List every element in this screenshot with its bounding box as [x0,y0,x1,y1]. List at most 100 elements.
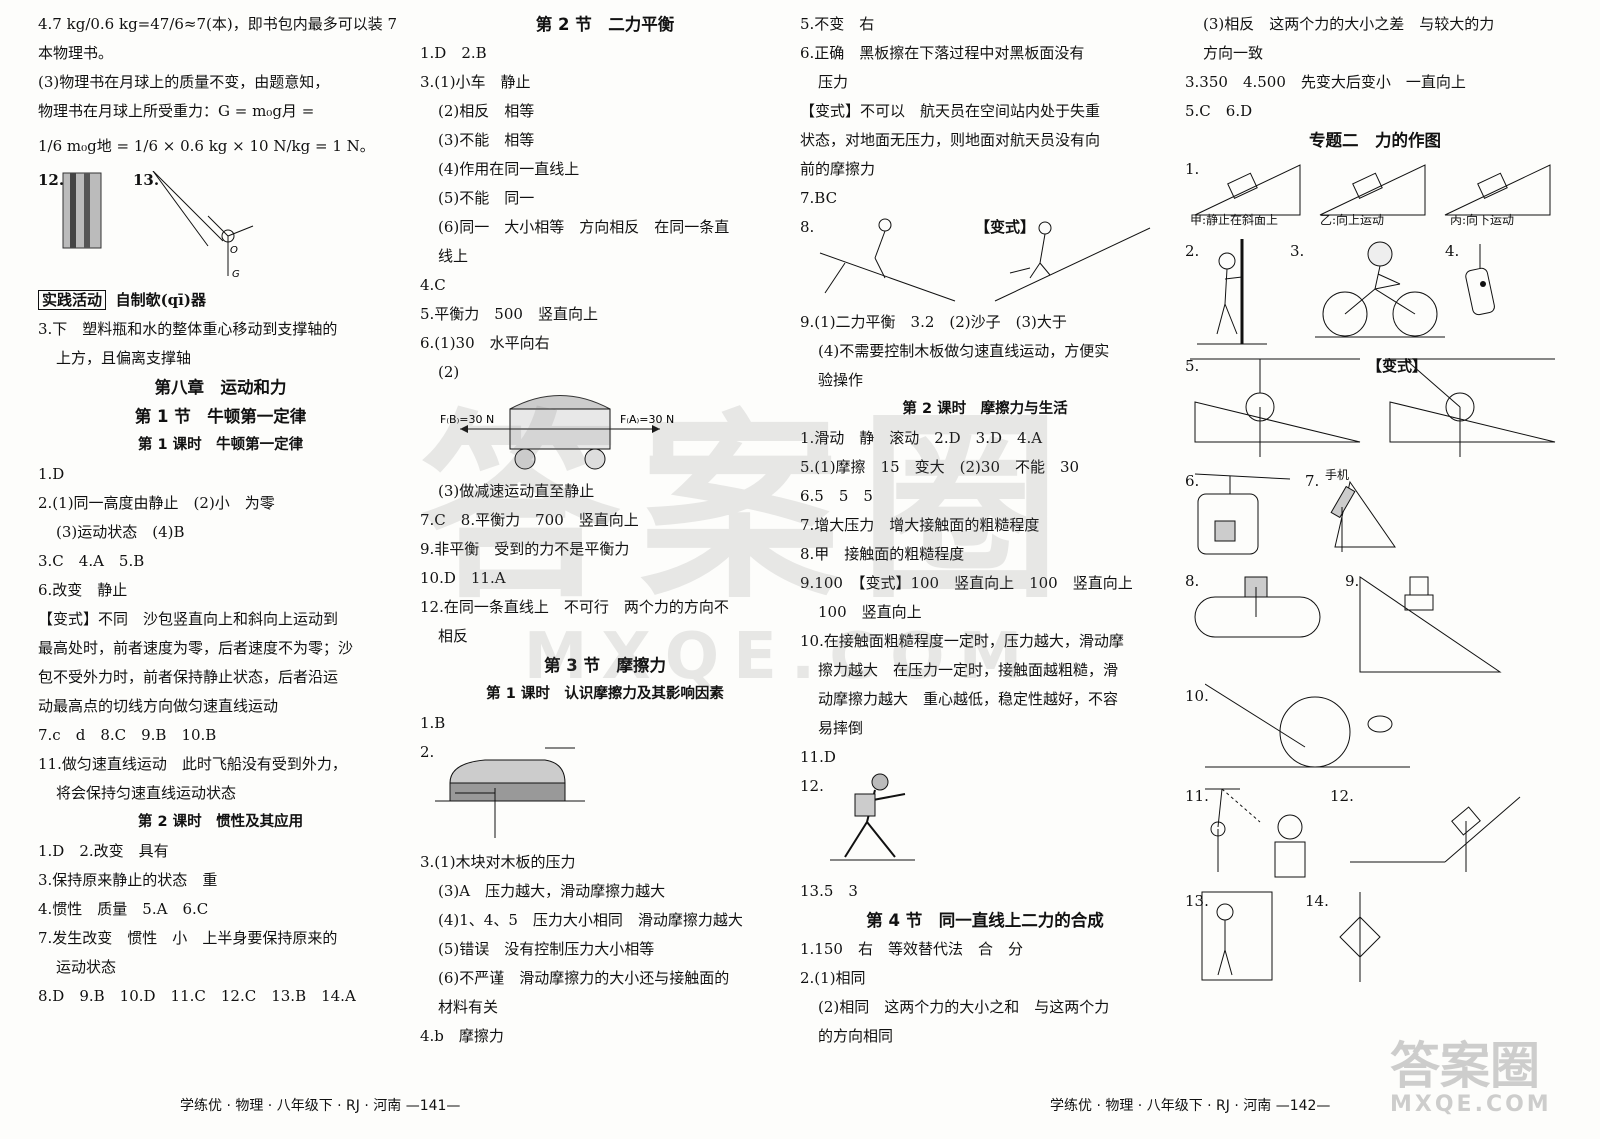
question-number: 13. [133,171,160,189]
text-line: 1/6 m₀g地 = 1/6 × 0.6 kg × 10 N/kg = 1 N。 [38,137,375,155]
text-line: 3.C 4.A 5.B [38,552,145,570]
text-line: 线上 [438,247,469,265]
loop-track-figure [1205,683,1410,768]
bottle-figure [1465,244,1495,316]
incline-triangles [1194,164,1551,216]
caption-a: 甲:静止在斜面上 [1190,213,1279,227]
text-line: 1.150 右 等效替代法 合 分 [800,940,1023,958]
variant-label: 【变式】 [975,218,1036,236]
phone-stand-figure [1330,480,1396,552]
text-line: 【变式】不可以 航天员在空间站内处于失重 [800,102,1101,120]
row-7-figures: 11. 12. [1185,782,1565,887]
hanging-ball-figure [1205,788,1306,878]
question-number: 2. [420,743,435,761]
text-line: 7.c d 8.C 9.B 10.B [38,726,217,744]
text-line: 前的摩擦力 [800,160,876,178]
text-line: 9.非平衡 受到的力不是平衡力 [420,540,630,558]
elevator-person-figure [1201,891,1273,981]
svg-text:O: O [230,245,238,256]
text-line: 7.BC [800,189,838,207]
text-line: 7.C 8.平衡力 700 竖直向上 [420,511,639,529]
column-3: 5.不变 右 6.正确 黑板擦在下落过程中对黑板面没有 压力 【变式】不可以 航… [800,10,1170,1051]
text-line: 6.正确 黑板擦在下落过程中对黑板面没有 [800,44,1085,62]
row-8-figures: 13. 14. [1185,887,1565,992]
text-line: 本物理书。 [38,44,114,62]
corner-watermark: 答案圈 MXQE.COM [1390,1040,1552,1117]
practice-badge: 实践活动 [38,290,107,310]
text-line: 1.B [420,714,446,732]
lesson-title: 第 1 课时 认识摩擦力及其影响因素 [486,686,724,702]
question-number: 13. [1185,892,1209,910]
question-number: 11. [1185,787,1209,805]
incline-figures: 1. 甲:静止在斜面上 乙:向上运动 丙:向下运动 [1185,155,1565,237]
text-line: 4.惯性 质量 5.A 6.C [38,900,209,918]
runner-figure-block: 12. [800,772,1170,877]
text-line: 物理书在月球上所受重力：G = m₀g月 = [38,102,315,120]
frac-line: 4.7 kg/0.6 kg=47/6≈7(本)，即书包内最多可以装 7 [38,15,398,33]
svg-text:G: G [232,269,240,280]
text-line: 最高处时，前者速度为零，后者速度不为零；沙 [38,639,354,657]
text-line: 1.D [38,465,65,483]
text-line: 2.(1)相同 [800,969,866,987]
text-line: 运动状态 [56,958,117,976]
text-line: 材料有关 [438,998,499,1016]
force-a-label: F₍A₎=30 N [620,413,674,426]
row-6-figures: 10. [1185,682,1565,782]
row-5-figures: 8. 9. [1185,567,1565,682]
text-line: (5)错误 没有控制压力大小相等 [438,940,655,958]
conveyor-figure [1194,576,1321,638]
stacked-blocks-incline-figure [1359,576,1502,673]
corner-watermark-url: MXQE.COM [1390,1092,1552,1117]
force-b-label: F₍B₎=30 N [440,413,494,426]
text-line: 12.在同一条直线上 不可行 两个力的方向不 [420,598,729,616]
column-4: (3)相反 这两个力的大小之差 与较大的力 方向一致 3.350 4.500 先… [1185,10,1565,992]
text-line: (6)同一 大小相等 方向相反 在同一条直 [438,218,730,236]
diamond-block-figure [1339,892,1381,982]
text-line: 3.(1)木块对木板的压力 [420,853,576,871]
cable-car-figure [1194,473,1291,555]
text-line: 将会保持匀速直线运动状态 [56,784,237,802]
question-number: 12. [800,777,824,795]
question-number: 2. [1185,242,1200,260]
column-2: 第 2 节 二力平衡 1.D 2.B 3.(1)小车 静止 (2)相反 相等 (… [420,10,790,1051]
phone-label: 手机 [1325,468,1350,482]
question-number: 6. [1185,472,1200,490]
text-line: 13.5 3 [800,882,858,900]
curling-figure-block: 2. [420,738,790,848]
text-line: 7.发生改变 惯性 小 上半身要保持原来的 [38,929,338,947]
text-line: 动最高点的切线方向做匀速直线运动 [38,697,279,715]
text-line: 9.100 【变式】100 竖直向上 100 竖直向上 [800,574,1133,592]
text-line: 压力 [818,73,849,91]
question-number: 7. [1305,472,1320,490]
text-line: 方向一致 [1203,44,1264,62]
question-number: 12. [38,171,65,189]
question-number: 8. [1185,572,1200,590]
caption-c: 丙:向下运动 [1450,213,1515,227]
section-title: 第 2 节 二力平衡 [535,15,675,34]
text-line: 验操作 [818,371,864,389]
text-line: 擦力越大 在压力一定时，接触面越粗糙，滑 [818,661,1119,679]
text-line: (4)不需要控制木板做匀速直线运动，方便实 [818,342,1110,360]
text-line: (4)1、4、5 压力大小相同 滑动摩擦力越大 [438,911,743,929]
question-number: 4. [1445,242,1460,260]
text-line: 8.甲 接触面的粗糙程度 [800,545,965,563]
pole-climber-figure [1197,239,1267,345]
footer-left: 学练优 · 物理 · 八年级下 · RJ · 河南 —141— [180,1098,461,1114]
text-line: 3.(1)小车 静止 [420,73,531,91]
text-line: (4)作用在同一直线上 [438,160,580,178]
text-line: (2)相同 这两个力的大小之和 与这两个力 [818,998,1110,1016]
variant-label: 【变式】 [1367,357,1428,375]
text-line: 9.(1)二力平衡 3.2 (2)沙子 (3)大于 [800,313,1067,331]
lesson-title: 第 2 课时 惯性及其应用 [137,814,304,830]
text-line: 3.下 塑料瓶和水的整体重心移动到支撑轴的 [38,320,338,338]
text-line: 10.在接触面粗糙程度一定时，压力越大，滑动摩 [800,632,1124,650]
runner-figure [830,773,915,861]
text-line: 3.保持原来静止的状态 重 [38,871,218,889]
text-line: (3)A 压力越大，滑动摩擦力越大 [438,882,666,900]
skier-figure [819,218,956,302]
text-line: 100 竖直向上 [818,603,922,621]
question-number: 12. [1330,787,1354,805]
text-line: 8.D 9.B 10.D 11.C 12.C 13.B 14.A [38,987,356,1005]
pendulum-figure: O G [152,171,254,280]
text-line: 2.(1)同一高度由静止 (2)小 为零 [38,494,275,512]
